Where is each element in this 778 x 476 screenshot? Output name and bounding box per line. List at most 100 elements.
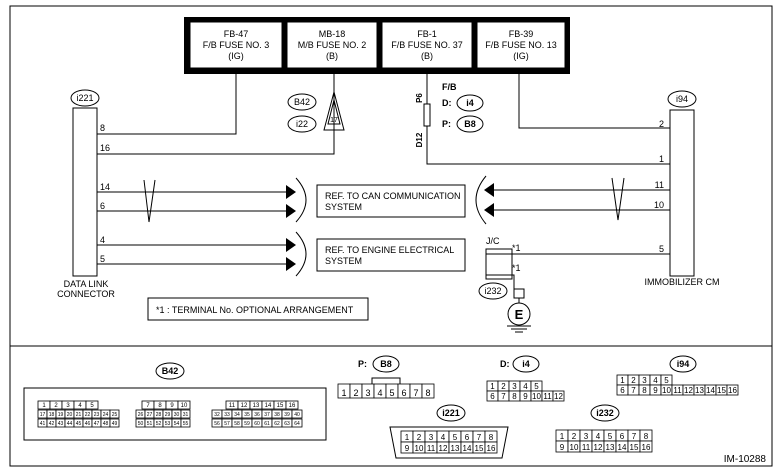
- pin-number: 13: [695, 386, 704, 395]
- pin-number: 63: [284, 421, 290, 427]
- pin-number: 9: [170, 403, 174, 409]
- pin-cell: [85, 400, 99, 410]
- fuse-box-2: [286, 21, 378, 69]
- pin-cell: [177, 400, 191, 410]
- pin-number: 7: [477, 433, 482, 442]
- jc-mark-1: *1: [512, 243, 521, 253]
- b42-badge-label: B42: [294, 97, 310, 107]
- i221-housing: [389, 426, 509, 459]
- pin-number: 1: [405, 433, 410, 442]
- ref-can-box: [316, 184, 466, 218]
- pin-number: 8: [158, 403, 162, 409]
- pin-number: 15: [277, 403, 284, 409]
- pin-number: 9: [653, 386, 658, 395]
- pin-cell: [180, 409, 191, 419]
- pin-number: 41: [40, 421, 46, 427]
- pin-number: 10: [532, 392, 541, 401]
- i22-badge: [287, 115, 317, 133]
- pin-number: 15: [475, 444, 484, 453]
- i221-face-label: i221: [442, 408, 460, 418]
- mb-pin-17: 17: [330, 117, 338, 124]
- pin-number: 16: [487, 444, 496, 453]
- i4-face-prefix: D:: [500, 359, 510, 369]
- i94-face-badge: [669, 355, 697, 373]
- arrow-pin14: [286, 185, 296, 199]
- pin-number: 11: [543, 392, 552, 401]
- dl-pin-16: 16: [100, 143, 110, 153]
- pin-cell: [421, 383, 435, 399]
- pin-number: 39: [284, 412, 290, 418]
- pin-number: 6: [620, 386, 625, 395]
- pin-number: 57: [224, 421, 230, 427]
- pin-number: 4: [596, 432, 601, 441]
- pin-number: 12: [241, 403, 248, 409]
- ref-can-line1: REF. TO CAN COMMUNICATION: [325, 191, 461, 201]
- ref-can-line2: SYSTEM: [325, 202, 362, 212]
- pin-number: 59: [244, 421, 250, 427]
- pin-number: 11: [229, 403, 236, 409]
- pin-number: 16: [642, 443, 651, 452]
- arrow-pin5: [286, 257, 296, 271]
- dl-pin-4: 4: [100, 235, 105, 245]
- pin-number: 17: [40, 412, 46, 418]
- fuse-3-code: FB-1: [417, 29, 437, 39]
- fuse-1-name: F/B FUSE NO. 3: [203, 40, 270, 50]
- im-pin-10: 10: [654, 200, 664, 210]
- pin-number: 10: [181, 403, 188, 409]
- pin-number: 38: [274, 412, 280, 418]
- pin-number: 21: [76, 412, 82, 418]
- fuse-box-1: [189, 21, 283, 69]
- pin-cell: [639, 440, 653, 453]
- b42-face-badge: [155, 362, 185, 380]
- pin-number: 3: [512, 382, 517, 391]
- pin-number: 58: [234, 421, 240, 427]
- immobilizer-id: i94: [676, 94, 688, 104]
- pin-number: 33: [224, 412, 230, 418]
- mb-connector-triangle: [323, 90, 345, 131]
- b8-face-badge: [372, 355, 400, 373]
- pin-number: 14: [618, 443, 627, 452]
- dl-pin-14: 14: [100, 182, 110, 192]
- mb-connector-triangle-inner: [327, 99, 341, 125]
- ground-circle: [507, 302, 531, 326]
- mb-connector: B42 i22 17: [287, 90, 345, 133]
- pin-number: 2: [572, 432, 577, 441]
- b8-face-label: B8: [380, 359, 392, 369]
- pin-number: 9: [523, 392, 528, 401]
- ground-terminal: [513, 288, 525, 299]
- im-pin-1: 1: [659, 154, 664, 164]
- pin-cell: [552, 390, 565, 402]
- fuse-2-code: MB-18: [319, 29, 346, 39]
- pin-number: 15: [630, 443, 639, 452]
- pin-cell: [109, 418, 120, 428]
- pin-number: 1: [620, 376, 625, 385]
- pin-number: 45: [76, 421, 82, 427]
- pin-number: 6: [401, 388, 406, 398]
- data-link-id-badge: [70, 89, 100, 107]
- pin-number: 37: [264, 412, 270, 418]
- data-link-label-2: CONNECTOR: [57, 289, 115, 299]
- pin-number: 3: [429, 433, 434, 442]
- pin-number: 4: [653, 376, 658, 385]
- pin-number: 14: [265, 403, 272, 409]
- fb-d-label: D:: [442, 98, 452, 108]
- arrow-bracket-can-left: [295, 177, 307, 223]
- pin-number: 9: [560, 443, 565, 452]
- pin-number: 1: [490, 382, 495, 391]
- fb-title: F/B: [442, 82, 457, 92]
- jc-id: i232: [484, 286, 501, 296]
- immobilizer-body: [669, 109, 695, 277]
- pin-number: 5: [664, 376, 669, 385]
- fuse-4-name: F/B FUSE NO. 13: [485, 40, 557, 50]
- pin-number: 2: [353, 388, 358, 398]
- i22-badge-label: i22: [296, 119, 308, 129]
- twisted-pair-left: [143, 179, 156, 223]
- i4-badge: [456, 94, 484, 112]
- pin-number: 14: [706, 386, 715, 395]
- immobilizer-id-badge: [667, 90, 697, 108]
- fuse-2-name: M/B FUSE NO. 2: [298, 40, 367, 50]
